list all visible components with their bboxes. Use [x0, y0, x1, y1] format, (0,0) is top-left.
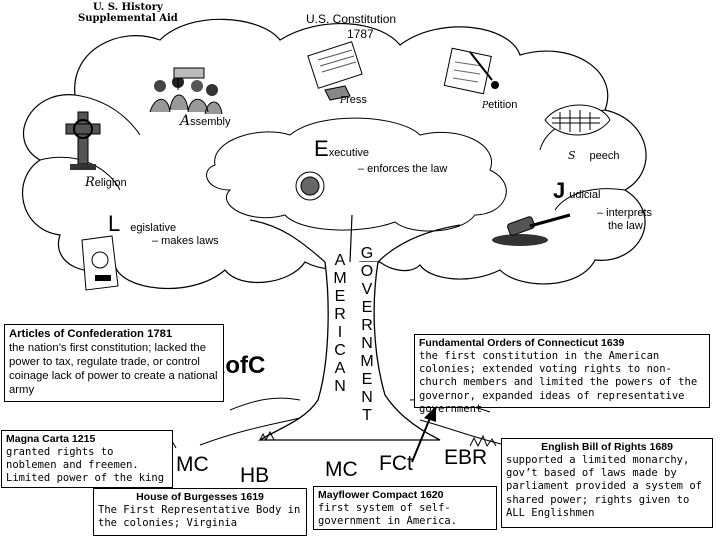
- government-letter: O: [360, 263, 374, 281]
- branch-executive-rest: xecutive: [329, 147, 369, 159]
- american-letter: I: [333, 324, 347, 342]
- branch-judicial-cap: J: [553, 178, 565, 203]
- branch-executive-cap: E: [314, 136, 329, 161]
- american-letter: R: [333, 306, 347, 324]
- branch-judicial-rest: udicial: [569, 189, 600, 201]
- logo-line2: Supplemental Aid: [78, 14, 178, 25]
- constitution-title: U.S. Constitution: [306, 13, 396, 27]
- government-letter: V: [360, 281, 374, 299]
- branch-judicial-desc1: – interprets: [597, 207, 652, 220]
- government-letter: N: [360, 389, 374, 407]
- root-ebr: EBR: [444, 446, 487, 470]
- right-petition: Petition: [482, 95, 517, 113]
- government-letter: N: [360, 335, 374, 353]
- branch-executive-desc: – enforces the law: [358, 163, 447, 176]
- box-magna-carta: Magna Carta 1215 granted rights to noble…: [1, 430, 173, 488]
- government-letter: E: [360, 299, 374, 317]
- branch-legislative-cap: L: [108, 211, 120, 236]
- government-letter: T: [360, 407, 374, 425]
- root-fct: FCt: [379, 452, 413, 476]
- bill-document-icon: [82, 236, 118, 290]
- box-magna-body: granted rights to noblemen and freemen. …: [6, 446, 168, 485]
- logo-line1: U. S. History: [78, 3, 178, 14]
- right-petition-rest: etition: [488, 99, 517, 111]
- presidential-seal-icon: [296, 172, 324, 200]
- box-mayflower-title: Mayflower Compact 1620: [318, 489, 492, 502]
- box-magna-title: Magna Carta 1215: [6, 433, 168, 446]
- right-speech-cap: S: [568, 149, 576, 162]
- box-english-bill-of-rights: English Bill of Rights 1689 supported a …: [501, 438, 713, 528]
- right-assembly: Assembly: [180, 112, 230, 130]
- box-hob-body: The First Representative Body in the col…: [98, 504, 302, 530]
- american-letter: E: [333, 288, 347, 306]
- logo: U. S. History Supplemental Aid: [78, 3, 178, 24]
- right-religion-cap: R: [85, 175, 95, 190]
- american-letter: A: [333, 252, 347, 270]
- box-foc-body: the first constitution in the American c…: [419, 350, 705, 416]
- tree-trunk: [260, 262, 440, 440]
- right-assembly-cap: A: [180, 113, 190, 129]
- box-ebr-body: supported a limited monarchy, gov’t base…: [506, 454, 708, 520]
- government-letter: M: [360, 353, 374, 371]
- government-letter: R: [360, 317, 374, 335]
- box-fundamental-orders: Fundamental Orders of Connecticut 1639 t…: [414, 334, 710, 408]
- root-mc2: MC: [325, 458, 358, 482]
- root-hb: HB: [240, 464, 269, 488]
- branch-legislative-desc: – makes laws: [152, 235, 219, 248]
- branch-executive: Executive: [314, 136, 369, 161]
- american-letter: A: [333, 360, 347, 378]
- box-house-of-burgesses: House of Burgesses 1619 The First Repres…: [93, 488, 307, 536]
- right-press: Press: [340, 90, 367, 108]
- government-letter: E: [360, 371, 374, 389]
- right-assembly-rest: ssembly: [190, 116, 230, 128]
- right-speech-rest: peech: [590, 150, 620, 162]
- right-religion: Religion: [85, 173, 127, 191]
- box-hob-title: House of Burgesses 1619: [98, 491, 302, 504]
- american-letter: M: [333, 270, 347, 288]
- branch-legislative-rest: egislative: [130, 222, 176, 234]
- american-letter: N: [333, 378, 347, 396]
- box-ebr-title: English Bill of Rights 1689: [506, 441, 708, 454]
- box-mayflower-body: first system of self-government in Ameri…: [318, 502, 492, 528]
- constitution-year: 1787: [347, 28, 374, 42]
- american-letter: C: [333, 342, 347, 360]
- root-mc1: MC: [176, 453, 209, 477]
- box-articles-of-confederation: Articles of Confederation 1781 the natio…: [4, 324, 224, 402]
- right-religion-rest: eligion: [95, 177, 127, 189]
- box-aoc-body: the nation’s first constitution; lacked …: [9, 341, 219, 397]
- box-foc-title: Fundamental Orders of Connecticut 1639: [419, 337, 705, 350]
- box-aoc-title: Articles of Confederation 1781: [9, 327, 219, 341]
- box-mayflower-compact: Mayflower Compact 1620 first system of s…: [313, 486, 497, 530]
- branch-judicial-desc2: the law: [608, 220, 643, 233]
- right-press-rest: ress: [346, 94, 367, 106]
- government-letter: G: [360, 245, 374, 263]
